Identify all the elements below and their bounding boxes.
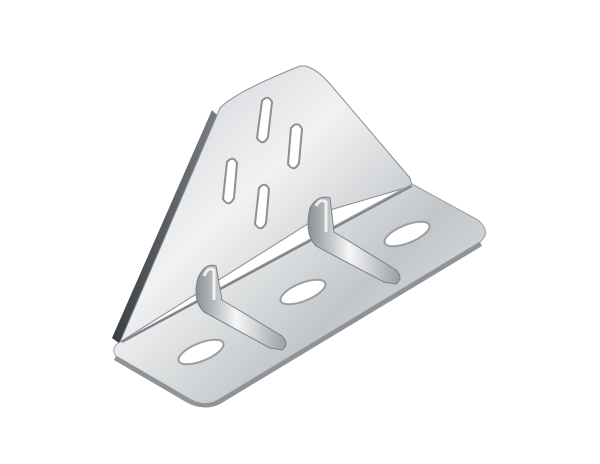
base-slot xyxy=(279,278,327,306)
stiffening-rib xyxy=(195,264,287,351)
base-slots xyxy=(177,220,431,366)
upright-slots xyxy=(221,96,304,230)
upright-slot xyxy=(253,183,271,230)
base-slot xyxy=(177,338,225,366)
upright-slot xyxy=(221,157,239,205)
stiffening-rib xyxy=(307,196,401,285)
upright-slot xyxy=(255,96,274,144)
upright-slot xyxy=(286,123,304,170)
upright-edge xyxy=(112,110,220,344)
bend-line xyxy=(121,185,413,343)
base-slot xyxy=(383,220,431,248)
